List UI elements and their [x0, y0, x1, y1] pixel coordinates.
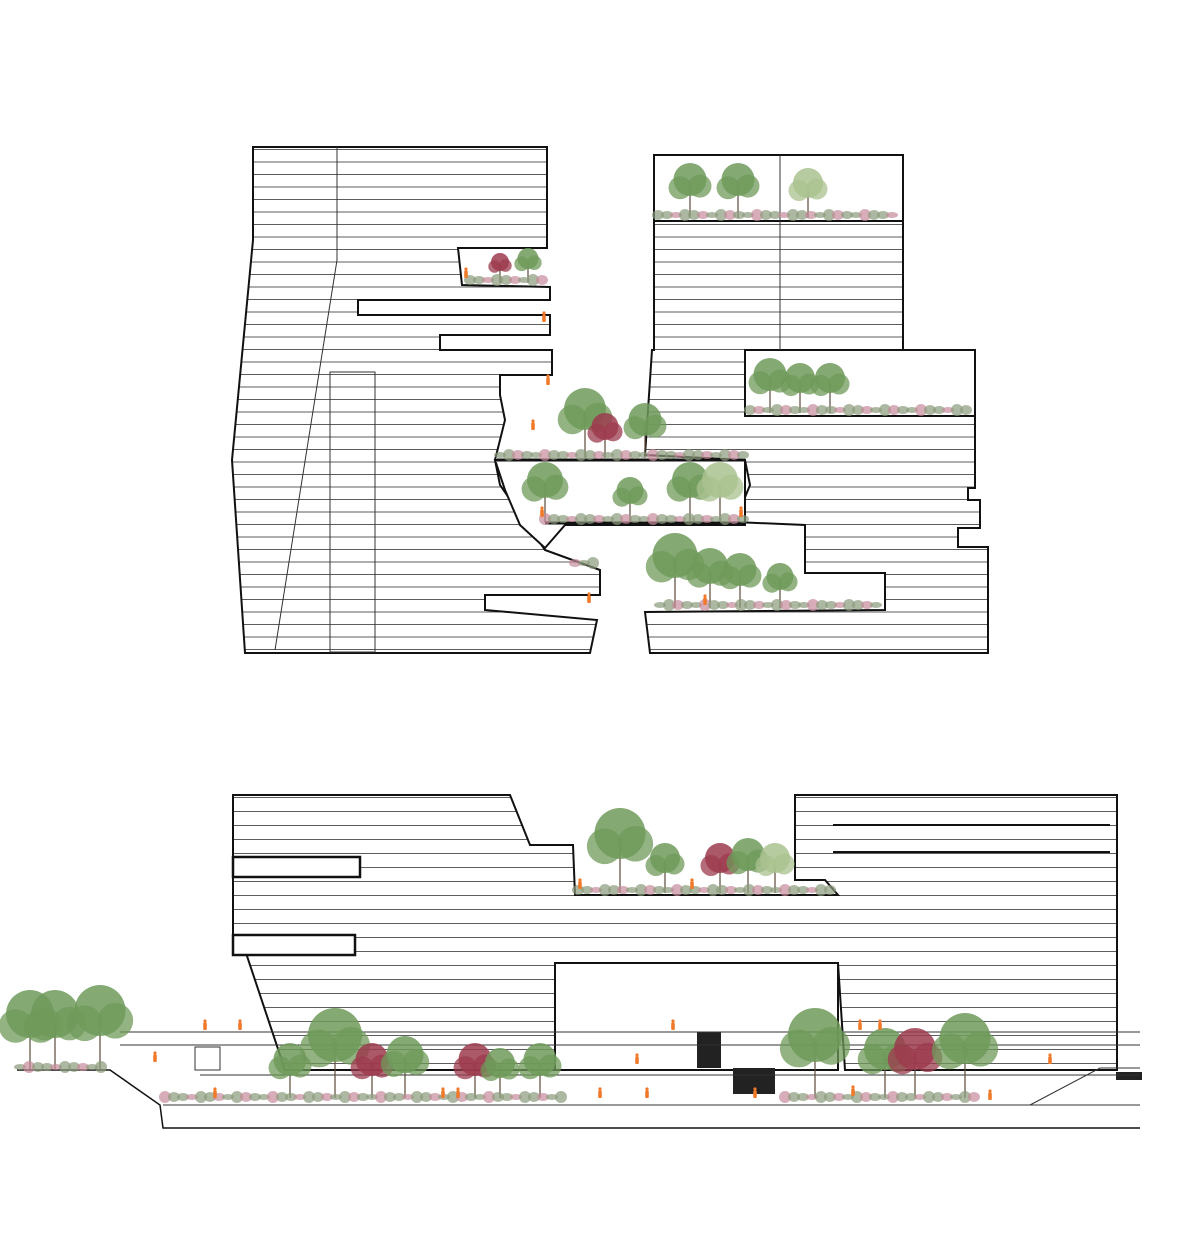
tree-icon [755, 843, 795, 893]
person-figure-icon [153, 1051, 157, 1062]
tree-icon [668, 163, 712, 218]
tree-icon [521, 462, 569, 522]
tree-icon [299, 1008, 371, 1098]
tree-icon [762, 563, 798, 608]
person-figure-icon [598, 1087, 602, 1098]
shrub-icon [569, 557, 599, 569]
person-figure-icon [690, 878, 694, 889]
person-figure-icon [645, 1087, 649, 1098]
tree-icon [645, 843, 685, 893]
shrub-icon [159, 1091, 567, 1103]
person-figure-icon [753, 1087, 757, 1098]
left-tower [230, 146, 601, 654]
person-figure-icon [635, 1053, 639, 1064]
person-figure-icon [456, 1087, 460, 1098]
person-figure-icon [238, 1019, 242, 1030]
person-figure-icon [739, 506, 743, 517]
lower-section [17, 794, 1142, 1129]
tree-icon [779, 1008, 851, 1098]
person-figure-icon [578, 878, 582, 889]
people-figures [153, 267, 1052, 1100]
person-figure-icon [546, 374, 550, 385]
shrub-icon [654, 599, 882, 611]
tree-icon [623, 403, 667, 458]
shrub-icon [744, 404, 972, 416]
tree-icon [518, 1043, 562, 1098]
person-figure-icon [441, 1087, 445, 1098]
person-figure-icon [540, 506, 544, 517]
person-figure-icon [851, 1085, 855, 1096]
upper-section [230, 146, 989, 654]
shrub-icon [464, 274, 548, 286]
tree-icon [718, 553, 762, 608]
person-figure-icon [858, 1019, 862, 1030]
tree-icon [268, 1043, 312, 1098]
tree-icon [931, 1013, 999, 1098]
tree-icon [716, 163, 760, 218]
tree-icon [488, 253, 512, 283]
shrub-icon [14, 1061, 107, 1073]
person-figure-icon [988, 1089, 992, 1100]
shrub-icon [572, 884, 836, 896]
shrub-icon [539, 513, 749, 525]
tree-icon [514, 248, 542, 283]
person-figure-icon [531, 419, 535, 430]
tree-icon [810, 363, 850, 413]
shrub-icon [779, 1091, 980, 1103]
tree-icon [587, 413, 623, 458]
tree-icon [66, 985, 134, 1070]
ground-line [17, 1069, 1140, 1129]
person-figure-icon [542, 311, 546, 322]
tree-icon [480, 1048, 520, 1098]
person-figure-icon [587, 592, 591, 603]
tree-icon [586, 808, 654, 893]
person-figure-icon [703, 594, 707, 605]
person-figure-icon [203, 1019, 207, 1030]
person-figure-icon [464, 267, 468, 278]
shrub-icon [652, 209, 898, 221]
shrub-icon [494, 449, 749, 461]
tree-icon [380, 1036, 430, 1098]
tree-icon [612, 477, 648, 522]
person-figure-icon [213, 1087, 217, 1098]
vegetation [0, 163, 999, 1103]
person-figure-icon [1048, 1053, 1052, 1064]
tree-icon [696, 462, 744, 522]
person-figure-icon [878, 1019, 882, 1030]
tree-icon [788, 168, 828, 218]
person-figure-icon [671, 1019, 675, 1030]
